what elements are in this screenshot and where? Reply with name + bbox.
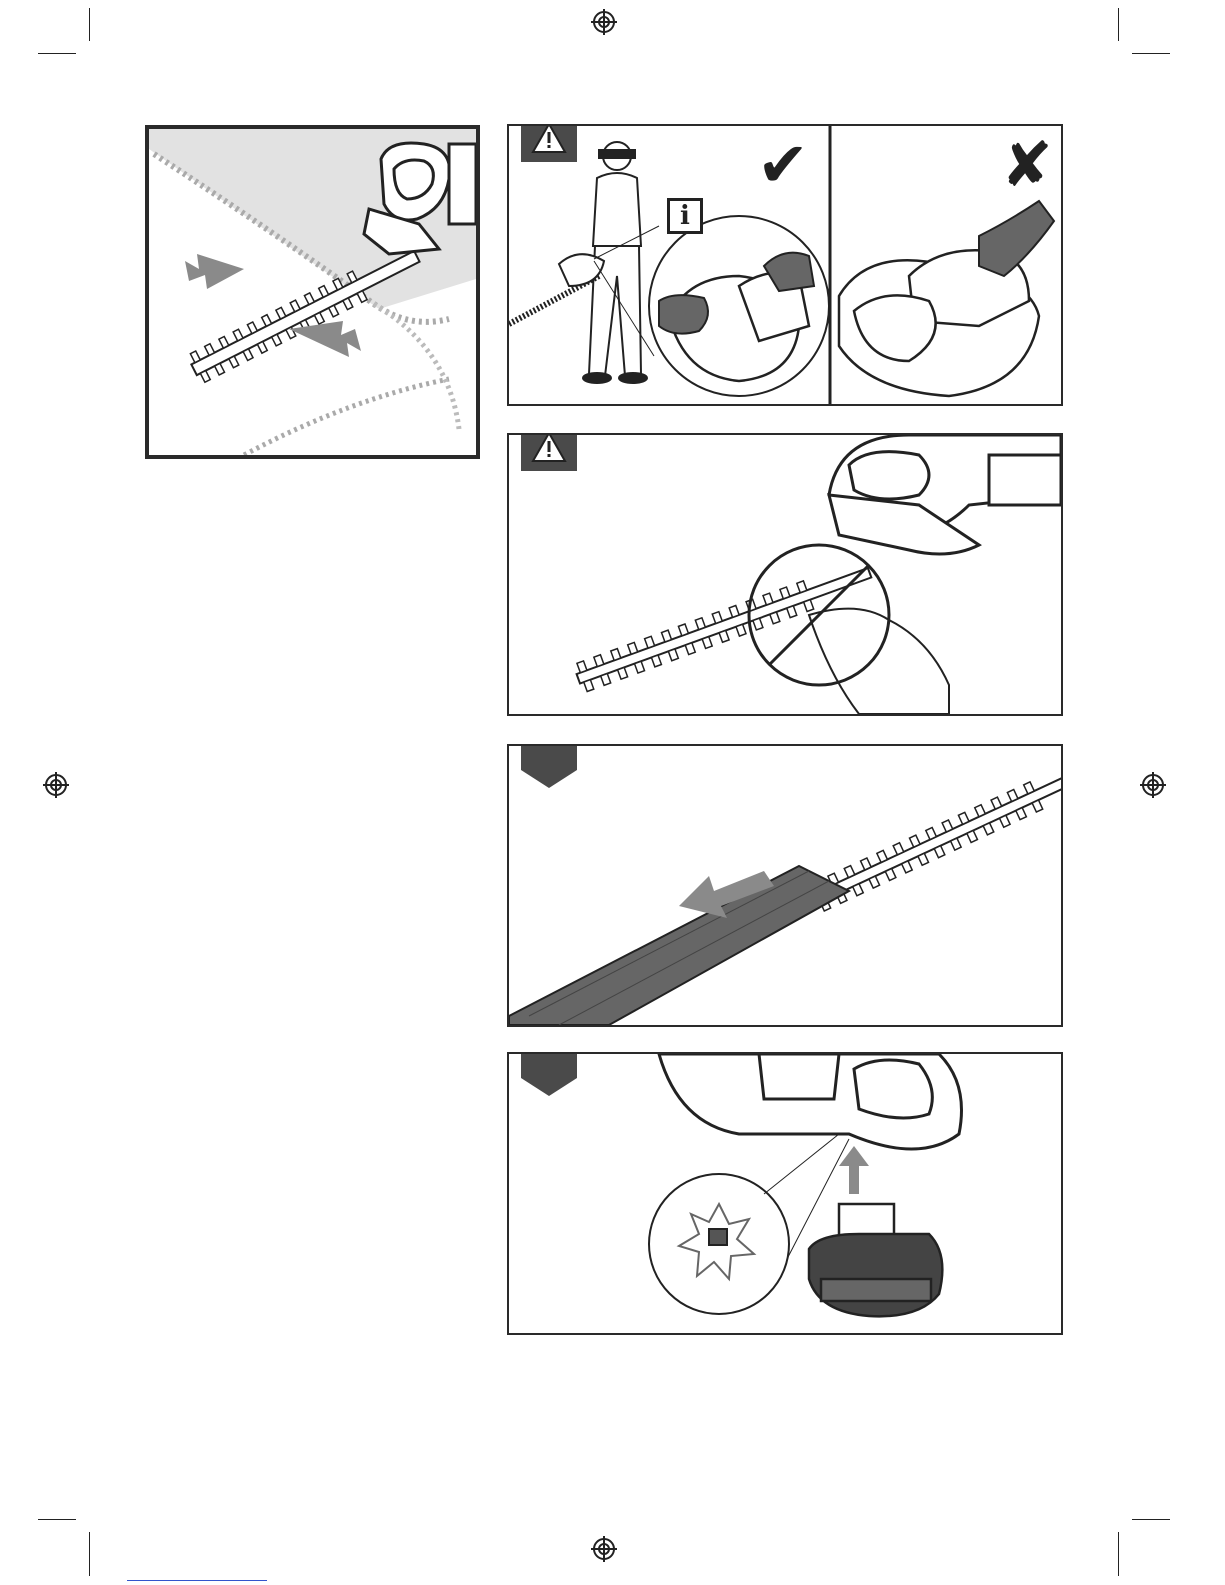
warning-tab [521,433,577,471]
warning-tab [521,124,577,162]
crop-mark [38,53,76,54]
two-hand-grip-illustration: ✔ ✘ i [507,124,1063,406]
step-tab [521,1052,577,1096]
crop-mark [38,1519,76,1520]
hedge-trimming-illustration [145,125,480,459]
gloved-hand-wrong [979,201,1054,276]
crop-mark [1118,1532,1119,1576]
crop-mark [89,1532,90,1576]
trimmer-underside [659,1054,962,1149]
footer-rule [127,1580,267,1581]
crop-mark [1132,53,1170,54]
crop-mark [1132,1519,1170,1520]
registration-mark-bottom [591,1536,617,1562]
gloved-hand [659,295,708,333]
battery-pack [809,1204,942,1316]
registration-mark-right [1140,772,1166,798]
blade-cover [509,866,849,1025]
battery-insertion-illustration [507,1052,1063,1335]
step-tab [521,744,577,788]
wrong-cross-icon: ✘ [1001,134,1053,196]
operator-trimmer [509,254,604,324]
crop-mark [1118,8,1119,41]
blade-hazard-illustration [507,433,1063,716]
crop-mark [89,8,90,41]
info-icon: i [667,198,703,234]
trimmer-body [829,435,1061,554]
hand [809,609,949,714]
correct-check-icon: ✔ [757,134,809,196]
blade-cover-removal-illustration [507,744,1063,1027]
insert-arrow [839,1146,869,1194]
registration-mark-top [591,9,617,35]
registration-mark-left [43,772,69,798]
